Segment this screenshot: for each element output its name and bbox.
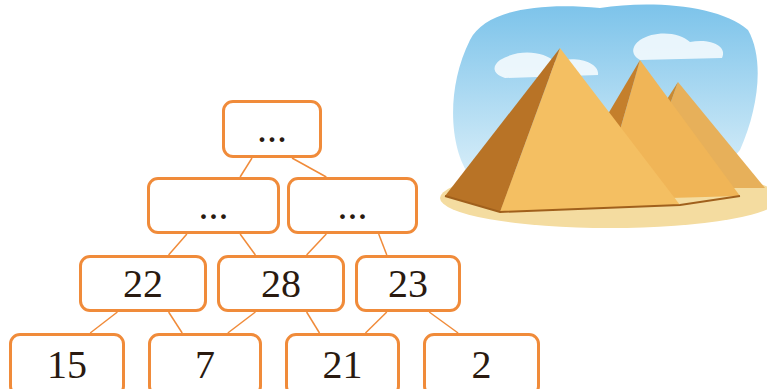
- connector-line: [240, 158, 252, 177]
- number-box: ...: [147, 177, 280, 234]
- number-label: 2: [472, 345, 492, 385]
- number-box: 21: [285, 333, 400, 389]
- number-box: 28: [217, 255, 345, 312]
- number-label: 28: [261, 264, 301, 304]
- number-label: 23: [388, 264, 428, 304]
- connector-line: [292, 158, 326, 177]
- number-label: 15: [47, 345, 87, 385]
- number-label: ...: [257, 109, 287, 149]
- number-label: 21: [323, 345, 363, 385]
- connector-line: [307, 312, 320, 333]
- number-label: ...: [338, 186, 368, 226]
- connector-line: [379, 234, 387, 255]
- number-box: 23: [355, 255, 461, 312]
- number-box: ...: [287, 177, 418, 234]
- connector-line: [366, 312, 387, 333]
- connector-line: [307, 234, 327, 255]
- connector-line: [429, 312, 458, 333]
- number-box: 15: [9, 333, 125, 389]
- connector-line: [240, 234, 255, 255]
- connector-line: [169, 312, 183, 333]
- number-label: 7: [195, 345, 215, 385]
- number-box: 22: [79, 255, 207, 312]
- connector-line: [228, 312, 256, 333]
- connector-line: [90, 312, 117, 333]
- connector-line: [169, 234, 187, 255]
- number-label: ...: [199, 186, 229, 226]
- number-box: ...: [222, 100, 322, 158]
- number-box: 7: [148, 333, 262, 389]
- number-label: 22: [123, 264, 163, 304]
- number-box: 2: [423, 333, 540, 389]
